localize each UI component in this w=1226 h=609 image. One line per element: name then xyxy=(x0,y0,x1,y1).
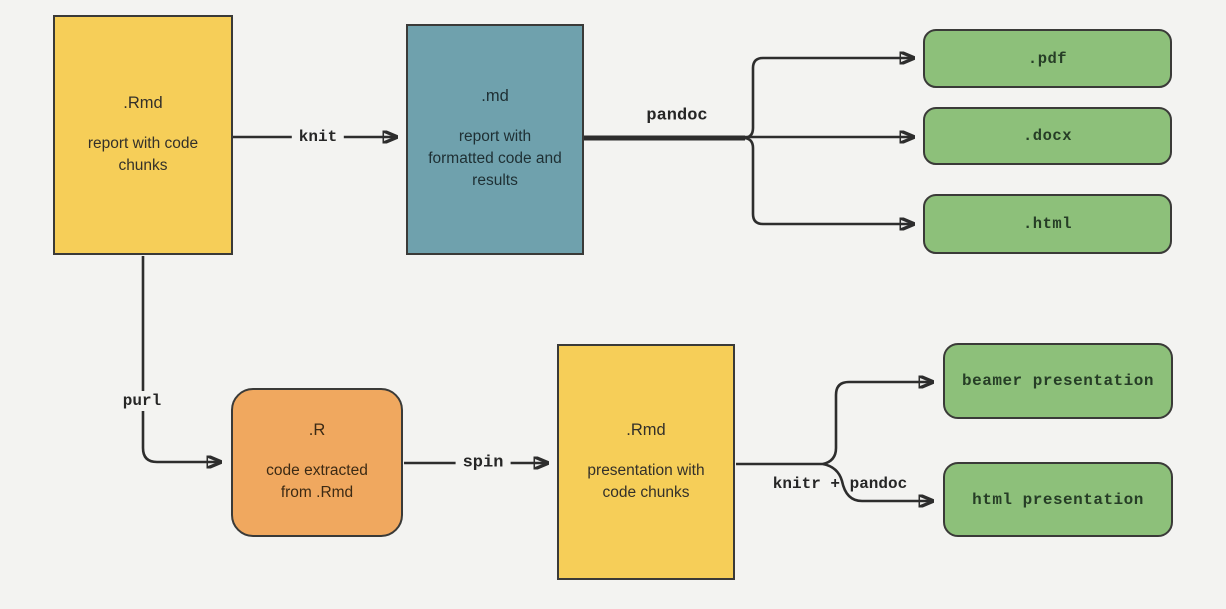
output-label: html presentation xyxy=(972,490,1144,509)
output-label: .html xyxy=(1022,215,1072,233)
output-label: .docx xyxy=(1022,127,1072,145)
edge-purl xyxy=(141,256,220,462)
node-output-pdf: .pdf xyxy=(923,29,1172,88)
edge-label-pandoc: pandoc xyxy=(646,106,708,126)
node-r-script: .R code extracted from .Rmd xyxy=(231,388,403,537)
node-rmd-presentation: .Rmd presentation with code chunks xyxy=(557,344,735,580)
node-title: .R xyxy=(308,421,326,439)
edge-label-knitr-pandoc: knitr + pandoc xyxy=(772,475,908,493)
edge-label-purl: purl xyxy=(115,391,169,411)
node-body: report with formatted code and results xyxy=(428,128,562,189)
node-body: report with code chunks xyxy=(87,134,199,174)
node-output-html-presentation: html presentation xyxy=(943,462,1173,537)
node-title: .md xyxy=(481,87,509,105)
output-label: beamer presentation xyxy=(962,372,1154,390)
node-body: code extracted from .Rmd xyxy=(266,462,368,501)
node-output-html: .html xyxy=(923,194,1172,254)
node-output-beamer-presentation: beamer presentation xyxy=(943,343,1173,419)
edge-pandoc-branch-pdf xyxy=(742,58,913,140)
output-label: .pdf xyxy=(1027,49,1068,68)
edge-knitr-pandoc-branch-beamer xyxy=(822,382,932,466)
node-output-docx: .docx xyxy=(923,107,1172,165)
node-title: .Rmd xyxy=(123,93,163,112)
node-title: .Rmd xyxy=(626,420,666,439)
node-body: presentation with code chunks xyxy=(587,461,705,501)
edge-label-knit: knit xyxy=(291,127,345,147)
node-rmd-report: .Rmd report with code chunks xyxy=(53,15,233,255)
edge-knitr-pandoc-branch-html xyxy=(822,462,932,501)
node-md-report: .md report with formatted code and resul… xyxy=(406,24,584,255)
edge-label-spin: spin xyxy=(455,452,511,474)
edge-pandoc-branch-html xyxy=(742,136,913,224)
